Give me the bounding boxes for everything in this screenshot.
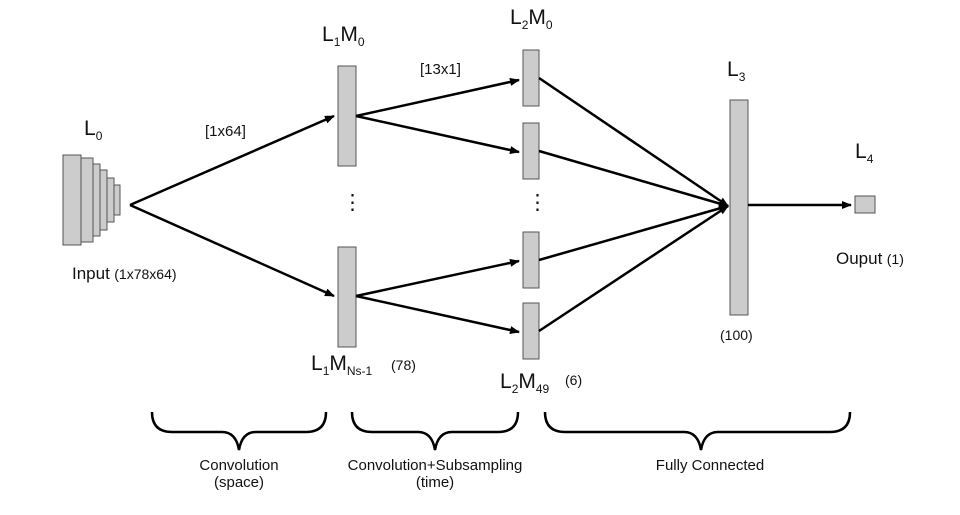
brace-fully-connected (543, 411, 852, 451)
stage-conv-space-line1: Convolution (199, 457, 279, 474)
arrow-l1-first-to-l2-0 (355, 78, 520, 118)
kernel-temporal-label: [13x1] (420, 61, 461, 78)
l2m49-b: M (518, 370, 536, 393)
l2m49-label: L2M49 (500, 370, 550, 396)
l2m49-b-sub: 49 (535, 382, 550, 396)
arrow-l1-last-to-l2-2 (355, 258, 520, 298)
input-dims: (1x78x64) (114, 266, 177, 282)
stage-fully-line1: Fully Connected (655, 457, 765, 474)
l1m0-b-sub: 0 (357, 35, 365, 49)
l2-ellipsis: ⋮ (527, 191, 548, 214)
stage-conv-time-caption: Convolution+Subsampling (time) (325, 457, 545, 491)
l1m0-b: M (340, 23, 358, 46)
output-unit (854, 195, 876, 214)
l1-count: (78) (391, 357, 416, 373)
stage-conv-time-line2: (time) (415, 474, 455, 491)
l1m0-a-sub: 1 (333, 35, 341, 49)
l1-map-last (337, 246, 357, 348)
l1-map-first (337, 65, 357, 167)
stage-conv-space-line2: (space) (213, 474, 265, 491)
l0-sub: 0 (95, 129, 103, 143)
brace-convolution-subsampling (350, 411, 520, 451)
l2m49-a-sub: 2 (511, 382, 519, 396)
l2-map-0 (522, 49, 540, 107)
arrow-l1-first-to-l2-1 (355, 114, 520, 154)
l1mn-b: M (329, 352, 347, 375)
l1m0-a: L (322, 23, 334, 46)
l2m0-a: L (510, 6, 522, 29)
l3-main: L (727, 58, 739, 81)
stage-fully-caption: Fully Connected (620, 457, 800, 474)
input-volume (62, 154, 121, 246)
l3-count: (100) (720, 327, 753, 343)
l2m49-a: L (500, 370, 512, 393)
output-text: Ouput (836, 249, 883, 268)
l4-main: L (855, 140, 867, 163)
l1mn-b-sub: Ns-1 (346, 364, 373, 378)
l3-sub: 3 (738, 70, 746, 84)
arrow-l2-49-to-l3 (538, 204, 729, 333)
l2-map-49 (522, 302, 540, 360)
stage-conv-space-caption: Convolution (space) (169, 457, 309, 491)
l2-count: (6) (565, 372, 583, 388)
stage-conv-time-line1: Convolution+Subsampling (347, 457, 523, 474)
l2m0-label: L2M0 (510, 6, 553, 32)
arrow-l2-2-to-l3 (538, 204, 729, 262)
input-text: Input (72, 264, 110, 283)
arrow-l1-last-to-l2-49 (355, 294, 520, 334)
l2m0-b-sub: 0 (545, 18, 553, 32)
l4-sub: 4 (866, 152, 874, 166)
input-label: Input (1x78x64) (72, 264, 177, 284)
l1mn-a: L (311, 352, 323, 375)
kernel-spatial-label: [1x64] (205, 123, 246, 140)
l1mn-a-sub: 1 (322, 364, 330, 378)
brace-convolution-space (150, 411, 328, 451)
arrow-l2-1-to-l3 (538, 149, 729, 208)
l2-map-2 (522, 231, 540, 289)
l1-ellipsis: ⋮ (342, 191, 363, 214)
arrow-input-to-l1-last (129, 203, 335, 298)
l2m0-a-sub: 2 (521, 18, 529, 32)
arrow-input-to-l1-first (129, 114, 335, 207)
l1m0-label: L1M0 (322, 23, 365, 49)
l0-label: L0 (84, 117, 103, 143)
arrow-l2-0-to-l3 (538, 76, 729, 208)
l0-main: L (84, 117, 96, 140)
output-count: (1) (886, 251, 904, 267)
l3-fully-connected-layer (729, 99, 749, 316)
l4-label: L4 (855, 140, 874, 166)
l2m0-b: M (528, 6, 546, 29)
l3-label: L3 (727, 58, 746, 84)
l1mn-label: L1MNs-1 (311, 352, 373, 378)
l2-map-1 (522, 122, 540, 180)
output-label: Ouput (1) (836, 249, 904, 269)
